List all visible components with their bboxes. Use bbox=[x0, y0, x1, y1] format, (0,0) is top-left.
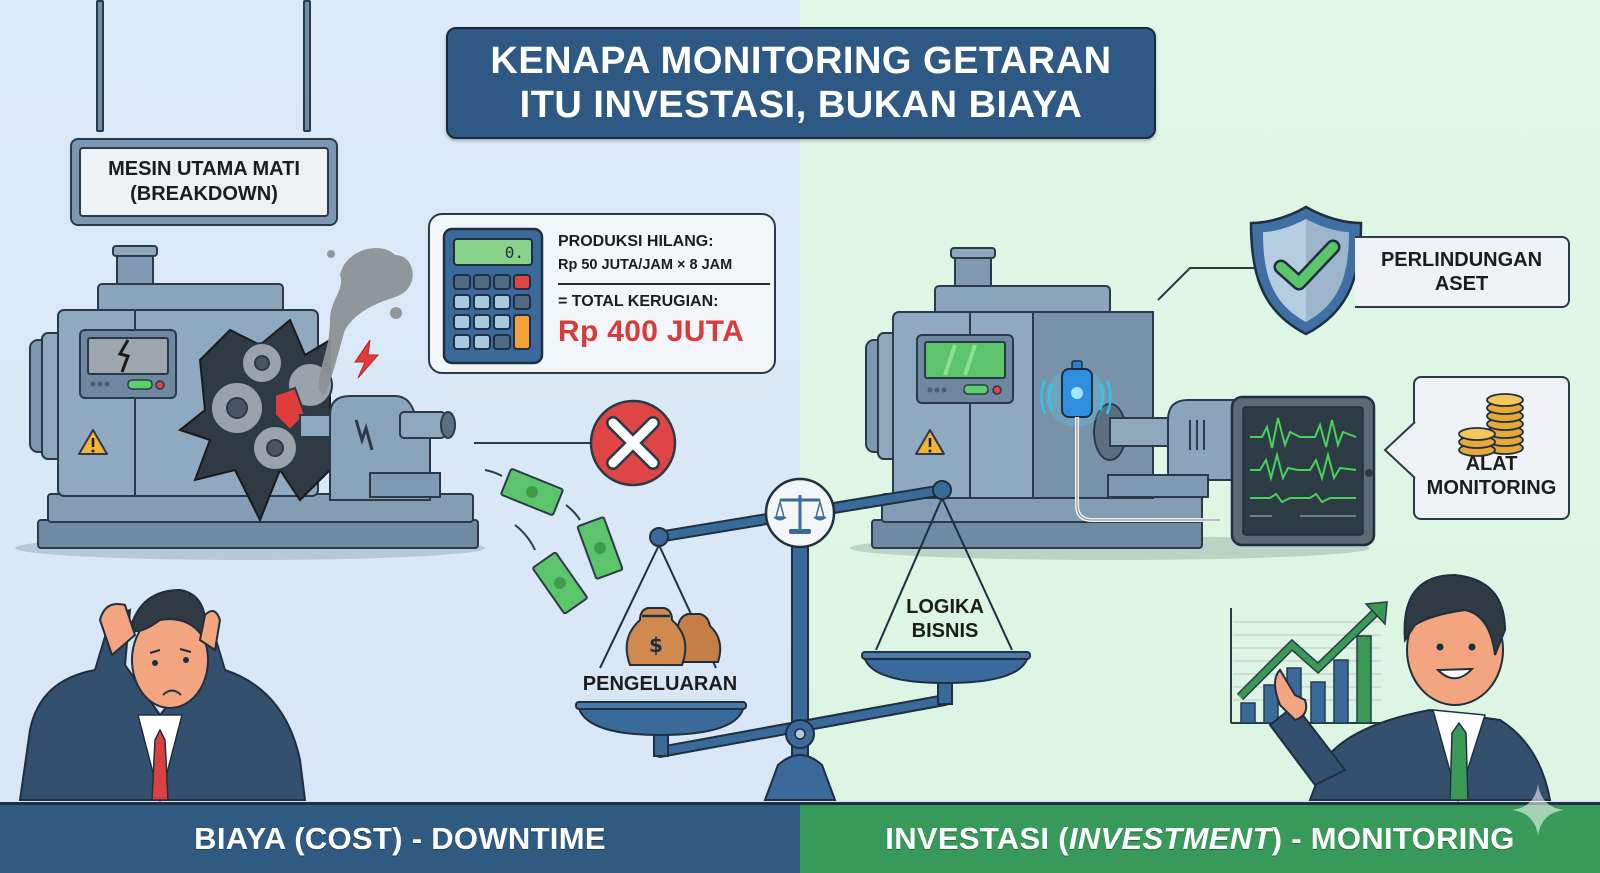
sign-rod-right bbox=[303, 0, 311, 132]
growth-chart bbox=[1230, 601, 1388, 724]
smoke bbox=[318, 247, 413, 395]
calculator-display: 0. bbox=[505, 243, 524, 262]
vibration-sensor-icon bbox=[1040, 360, 1220, 522]
lightning-icon bbox=[354, 339, 380, 379]
tablet-waveform bbox=[1230, 395, 1376, 547]
cross-icon bbox=[589, 399, 677, 487]
calc-divider bbox=[558, 283, 770, 285]
title-line-1: KENAPA MONITORING GETARAN bbox=[490, 40, 1112, 82]
monitoring-tool-line-1: ALAT bbox=[1465, 453, 1518, 475]
footer-investment: INVESTASI (INVESTMENT) - MONITORING bbox=[800, 802, 1600, 873]
monitoring-tool-line-2: MONITORING bbox=[1426, 477, 1557, 499]
loss-formula: Rp 50 JUTA/JAM × 8 JAM bbox=[558, 257, 733, 273]
healthy-machine bbox=[850, 247, 1388, 724]
footer-cost-label: BIAYA (COST) - DOWNTIME bbox=[194, 821, 606, 856]
total-loss-label: = TOTAL KERUGIAN: bbox=[558, 293, 719, 310]
pan-label-business-logic: LOGIKA BISNIS bbox=[870, 595, 1020, 643]
sign-line-1: MESIN UTAMA MATI bbox=[108, 158, 300, 180]
business-logic-line-1: LOGIKA bbox=[906, 596, 984, 618]
warning-icon-right bbox=[915, 429, 945, 455]
total-loss-value: Rp 400 JUTA bbox=[558, 315, 745, 348]
business-logic-line-2: BISNIS bbox=[911, 620, 979, 642]
broken-machine bbox=[15, 245, 677, 615]
asset-protection-line-1: PERLINDUNGAN bbox=[1380, 249, 1543, 271]
breakdown-sign: MESIN UTAMA MATI (BREAKDOWN) bbox=[70, 138, 338, 226]
loss-calculation-card: 0. PRODUKSI HILANG: Rp 50 JUTA/JAM × 8 J… bbox=[428, 213, 776, 374]
sign-rod-left bbox=[96, 0, 104, 132]
sign-line-2: (BREAKDOWN) bbox=[130, 183, 278, 205]
smiling-businessman bbox=[1268, 573, 1552, 803]
pan-label-spending: PENGELUARAN bbox=[582, 673, 738, 695]
money-bags-icon: $ bbox=[625, 607, 722, 666]
calculator-icon: 0. bbox=[442, 227, 544, 365]
asset-protection-label: PERLINDUNGAN ASET bbox=[1355, 236, 1570, 308]
svg-text:$: $ bbox=[649, 633, 663, 657]
stressed-businessman bbox=[18, 588, 307, 803]
shield-check-icon bbox=[1249, 205, 1363, 336]
title-banner: KENAPA MONITORING GETARAN ITU INVESTASI,… bbox=[446, 27, 1156, 139]
coins-icon bbox=[1458, 393, 1524, 457]
footer-investment-label: INVESTASI (INVESTMENT) - MONITORING bbox=[885, 821, 1515, 856]
asset-protection-line-2: ASET bbox=[1434, 273, 1489, 295]
callout-pointer bbox=[1383, 421, 1419, 479]
lost-production-label: PRODUKSI HILANG: bbox=[558, 233, 714, 250]
balance-scale: $ bbox=[575, 477, 1031, 801]
warning-icon bbox=[78, 429, 108, 455]
title-line-2: ITU INVESTASI, BUKAN BIAYA bbox=[519, 84, 1083, 126]
balance-scale-icon bbox=[764, 477, 836, 549]
sparkle-icon bbox=[1512, 784, 1564, 836]
monitoring-tool-callout: ALAT MONITORING bbox=[1413, 376, 1570, 520]
money-bills bbox=[484, 468, 624, 615]
footer-cost: BIAYA (COST) - DOWNTIME bbox=[0, 802, 800, 873]
